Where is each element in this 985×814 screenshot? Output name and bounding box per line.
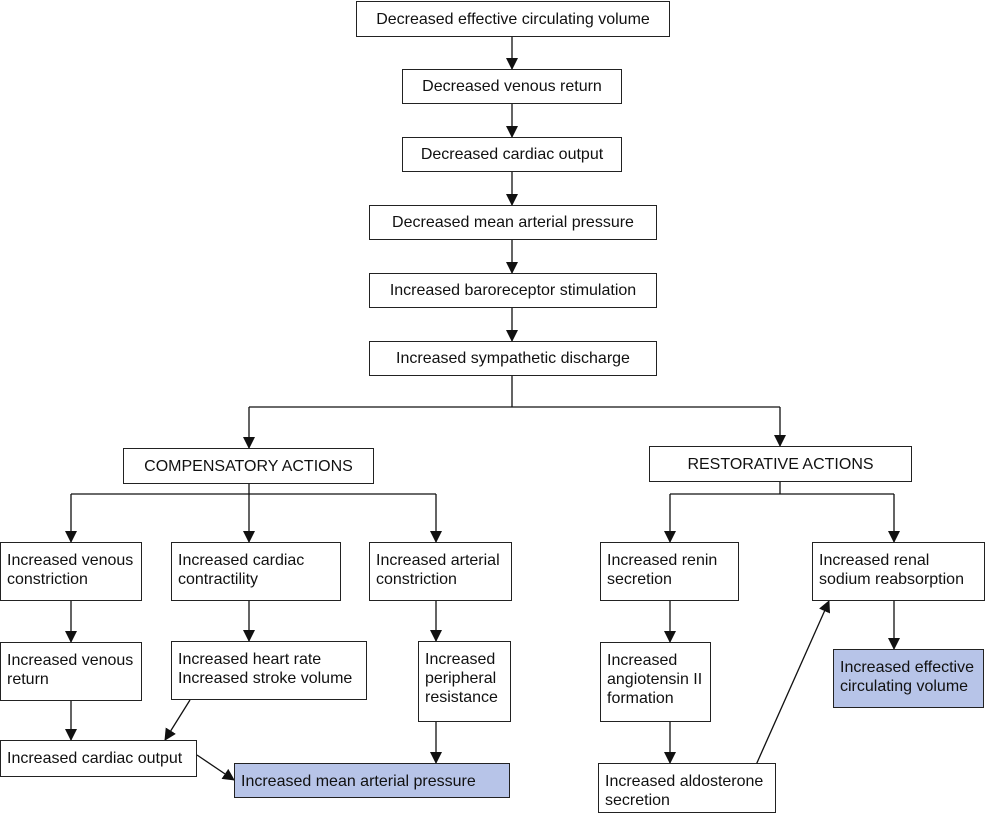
arrow [755, 600, 831, 766]
decreased-cardiac-output-box: Decreased cardiac output [402, 137, 622, 172]
venous-return-box: Increased venous return [0, 642, 142, 701]
hr-sv-box: Increased heart rate Increased stroke vo… [171, 641, 367, 700]
venous-constriction-box: Increased venous constriction [0, 542, 142, 601]
cardiac-contractility-box: Increased cardiac contractility [171, 542, 341, 601]
arrow [196, 754, 235, 781]
increased-map-box: Increased mean arterial pressure [234, 763, 510, 798]
arterial-constriction-box: Increased arterial constriction [369, 542, 512, 601]
peripheral-resistance-box: Increased peripheral resistance [418, 641, 511, 722]
angiotensin-box: Increased angiotensin II formation [600, 642, 711, 722]
compensatory-actions-box: COMPENSATORY ACTIONS [123, 448, 374, 484]
restorative-actions-box: RESTORATIVE ACTIONS [649, 446, 912, 482]
aldosterone-box: Increased aldosterone secretion [598, 763, 776, 813]
increased-cardiac-output-box: Increased cardiac output [0, 740, 197, 777]
baroreceptor-box: Increased baroreceptor stimulation [369, 273, 657, 308]
renin-box: Increased renin secretion [600, 542, 739, 601]
decreased-ecv-box: Decreased effective circulating volume [356, 1, 670, 37]
arrow [164, 699, 191, 741]
sympathetic-box: Increased sympathetic discharge [369, 341, 657, 376]
increased-ecv-box: Increased effective circulating volume [833, 649, 984, 708]
decreased-map-box: Decreased mean arterial pressure [369, 205, 657, 240]
decreased-venous-return-box: Decreased venous return [402, 69, 622, 104]
renal-sodium-box: Increased renal sodium reabsorption [812, 542, 985, 601]
